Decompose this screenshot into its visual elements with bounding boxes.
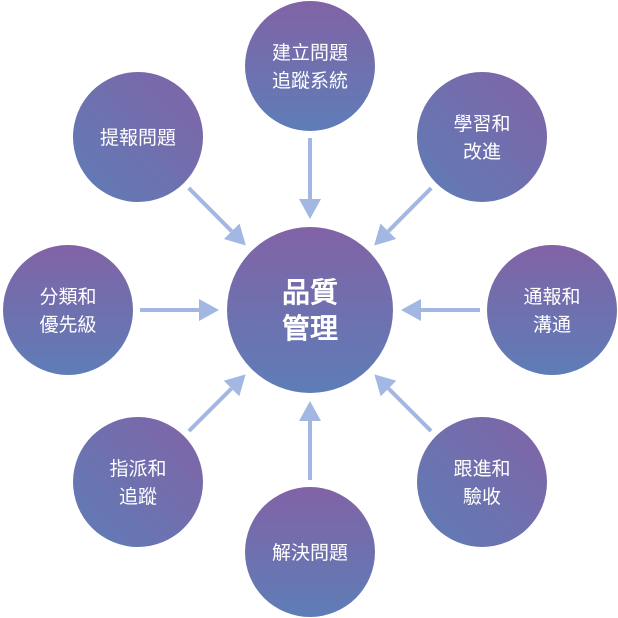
arrow-create-tracking-system [299,138,321,219]
arrow-learn-improve [374,186,433,246]
center-label-line-2: 管理 [282,312,338,345]
center-node: 品質 管理 [227,227,393,393]
arrow-shaft [387,387,433,433]
node-circle [245,487,375,617]
arrow-head-icon [223,374,246,397]
arrow-shaft [187,387,233,433]
node-circle [487,245,617,375]
node-label-line-2: 驗收 [463,486,501,508]
center-label-line-1: 品質 [282,276,338,309]
arrow-report-issue [187,186,246,246]
arrow-head-icon [223,223,246,246]
arrow-follow-up-acceptance [374,374,433,433]
node-label-line-1: 學習和 [453,113,510,135]
node-label-line-1: 跟進和 [453,458,510,480]
arrow-head-icon [299,401,321,421]
node-circle [245,1,375,131]
node-circle [73,72,203,202]
node-label-line-1: 提報問題 [100,127,176,149]
node-circle [417,72,547,202]
arrow-head-icon [401,299,421,321]
arrows-layer [140,138,480,480]
node-label-line-2: 溝通 [533,314,571,336]
node-label-line-2: 優先級 [39,314,96,336]
node-label-line-1: 通報和 [523,286,580,308]
node-circle [73,417,203,547]
arrow-notify-communicate [401,299,480,321]
node-label-line-1: 建立問題 [272,42,348,64]
arrow-assign-track [187,374,246,433]
arrow-head-icon [299,199,321,219]
arrow-classify-prioritize [140,299,219,321]
node-report-issue: 提報問題 [73,72,203,202]
node-label-line-1: 分類和 [39,286,96,308]
nodes-layer: 建立問題追蹤系統學習和改進通報和溝通跟進和驗收解決問題指派和追蹤分類和優先級提報… [3,1,617,617]
node-label-line-1: 指派和 [109,458,166,480]
arrow-head-icon [374,223,397,246]
arrow-shaft [386,186,433,233]
arrow-resolve-issue [299,401,321,480]
node-label-line-2: 追蹤系統 [272,70,348,92]
node-label-line-2: 改進 [463,141,501,163]
node-circle [417,417,547,547]
node-label-line-1: 解決問題 [272,542,348,564]
node-circle [3,245,133,375]
node-resolve-issue: 解決問題 [245,487,375,617]
arrow-head-icon [199,299,219,321]
arrow-head-icon [374,374,397,397]
center-circle [227,227,393,393]
node-label-line-2: 追蹤 [119,486,157,508]
arrow-shaft [187,186,234,233]
